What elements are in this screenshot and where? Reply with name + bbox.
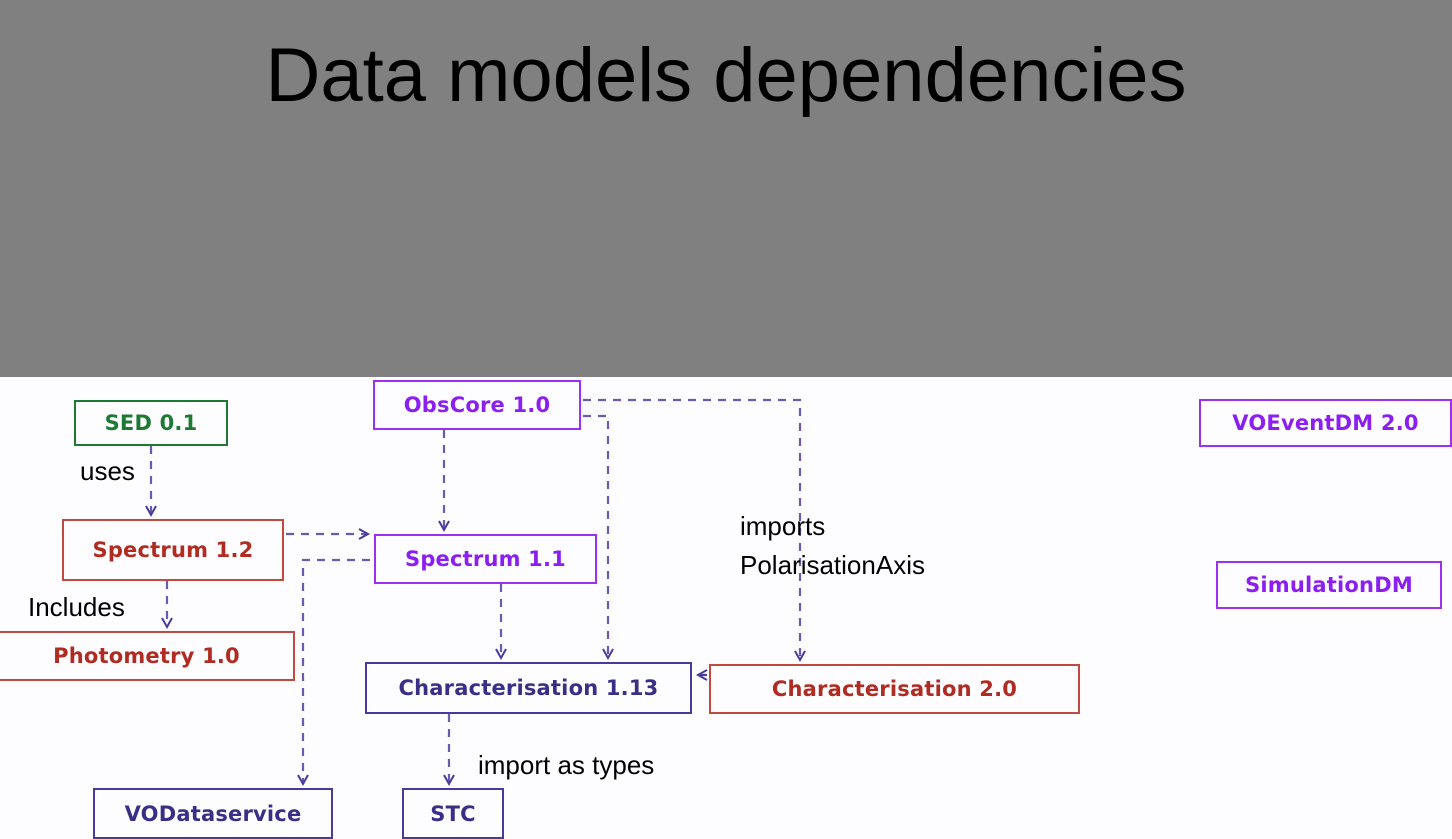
- node-label: Photometry 1.0: [53, 644, 240, 668]
- node-photometry-1-0[interactable]: Photometry 1.0: [0, 631, 295, 681]
- edge-obscore-right-to-char113: [583, 414, 614, 661]
- node-stc[interactable]: STC: [402, 788, 504, 839]
- node-voeventdm-2-0[interactable]: VOEventDM 2.0: [1199, 399, 1452, 447]
- node-label: Spectrum 1.2: [92, 538, 254, 562]
- slide-header-band: [0, 0, 1452, 377]
- diagram-area: SED 0.1 ObsCore 1.0 VOEventDM 2.0 Spectr…: [0, 377, 1452, 839]
- edge-label-uses: uses: [80, 456, 135, 486]
- node-label: Characterisation 1.13: [398, 676, 659, 700]
- node-label: Characterisation 2.0: [771, 677, 1018, 701]
- node-label: Spectrum 1.1: [405, 547, 566, 571]
- edge-label-imports: imports: [740, 511, 826, 541]
- node-obscore-1-0[interactable]: ObsCore 1.0: [373, 380, 581, 430]
- node-spectrum-1-1[interactable]: Spectrum 1.1: [374, 534, 597, 584]
- edge-obscore-to-characterisation20: [583, 398, 806, 663]
- node-characterisation-2-0[interactable]: Characterisation 2.0: [709, 664, 1080, 714]
- node-characterisation-1-13[interactable]: Characterisation 1.13: [365, 662, 692, 714]
- diagram-connectors: [145, 398, 806, 787]
- node-label: ObsCore 1.0: [403, 393, 551, 417]
- node-label: SED 0.1: [104, 411, 198, 435]
- node-label: VOEventDM 2.0: [1232, 411, 1419, 435]
- node-spectrum-1-2[interactable]: Spectrum 1.2: [62, 519, 284, 581]
- edge-label-import-as-types: import as types: [478, 750, 655, 780]
- page-title: Data models dependencies: [265, 33, 1187, 118]
- edge-label-polarisation-axis: PolarisationAxis: [740, 550, 925, 580]
- edge-label-includes: Includes: [28, 592, 125, 622]
- edge-spectrum11-to-vodataservice: [297, 558, 370, 787]
- node-sed-0-1[interactable]: SED 0.1: [74, 400, 228, 446]
- node-label: SimulationDM: [1245, 573, 1413, 597]
- node-vodataservice[interactable]: VODataservice: [93, 788, 333, 839]
- node-label: STC: [430, 801, 476, 826]
- node-label: VODataservice: [124, 801, 302, 826]
- node-simulationdm[interactable]: SimulationDM: [1216, 561, 1442, 609]
